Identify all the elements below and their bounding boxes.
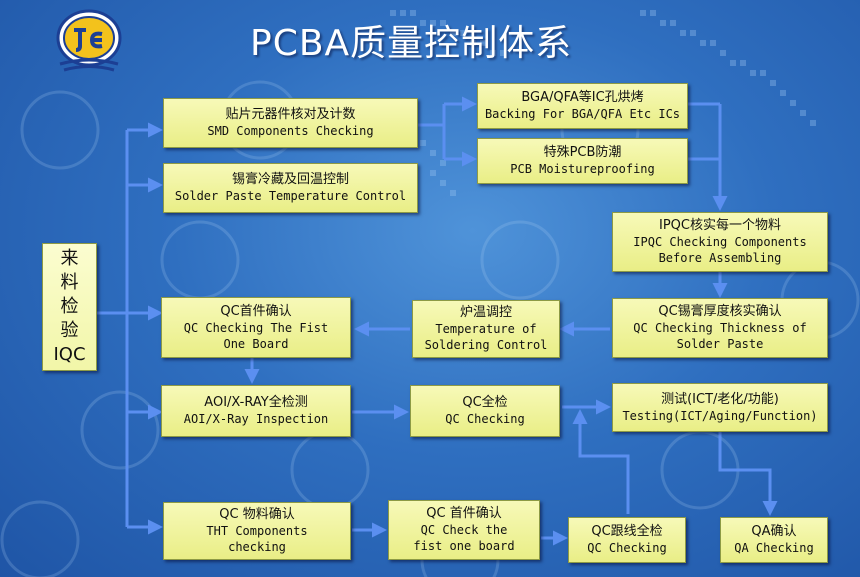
node-qc-first-board: QC 首件确认 QC Check the fist one board bbox=[388, 500, 540, 560]
node-qc-full-inspection: QC全检 QC Checking bbox=[410, 385, 560, 437]
node-reflow-temperature: 炉温调控 Temperature of Soldering Control bbox=[412, 300, 560, 358]
node-aoi-xray: AOI/X-RAY全检测 AOI/X-Ray Inspection bbox=[161, 385, 351, 437]
node-tht-checking: QC 物料确认 THT Components checking bbox=[163, 502, 351, 560]
arrow-follow-to-qcfull bbox=[572, 409, 630, 514]
world-map-dots bbox=[390, 10, 816, 196]
node-qc-thickness: QC锡膏厚度核实确认 QC Checking Thickness of Sold… bbox=[612, 298, 828, 358]
node-ipqc: IPQC核实每一个物料 IPQC Checking Components Bef… bbox=[612, 212, 828, 272]
node-qc-first-article: QC首件确认 QC Checking The Fist One Board bbox=[161, 297, 351, 358]
node-qa-checking: QA确认 QA Checking bbox=[720, 517, 828, 563]
node-qc-follow-line: QC跟线全检 QC Checking bbox=[568, 517, 686, 563]
node-testing: 测试(ICT/老化/功能) Testing(ICT/Aging/Function… bbox=[612, 383, 828, 432]
page-title: PCBA质量控制体系 bbox=[250, 23, 573, 64]
arrow-testing-to-qa bbox=[718, 432, 778, 516]
node-smd-checking: 贴片元器件核对及计数 SMD Components Checking bbox=[163, 98, 418, 148]
company-logo-icon bbox=[56, 9, 122, 72]
node-pcb-moistureproofing: 特殊PCB防潮 PCB Moistureproofing bbox=[477, 138, 688, 184]
node-bga-baking: BGA/QFA等IC孔烘烤 Backing For BGA/QFA Etc IC… bbox=[477, 83, 688, 129]
node-solder-paste-control: 锡膏冷藏及回温控制 Solder Paste Temperature Contr… bbox=[163, 163, 418, 213]
node-iqc: 来 料 检 验 IQC bbox=[42, 243, 97, 371]
